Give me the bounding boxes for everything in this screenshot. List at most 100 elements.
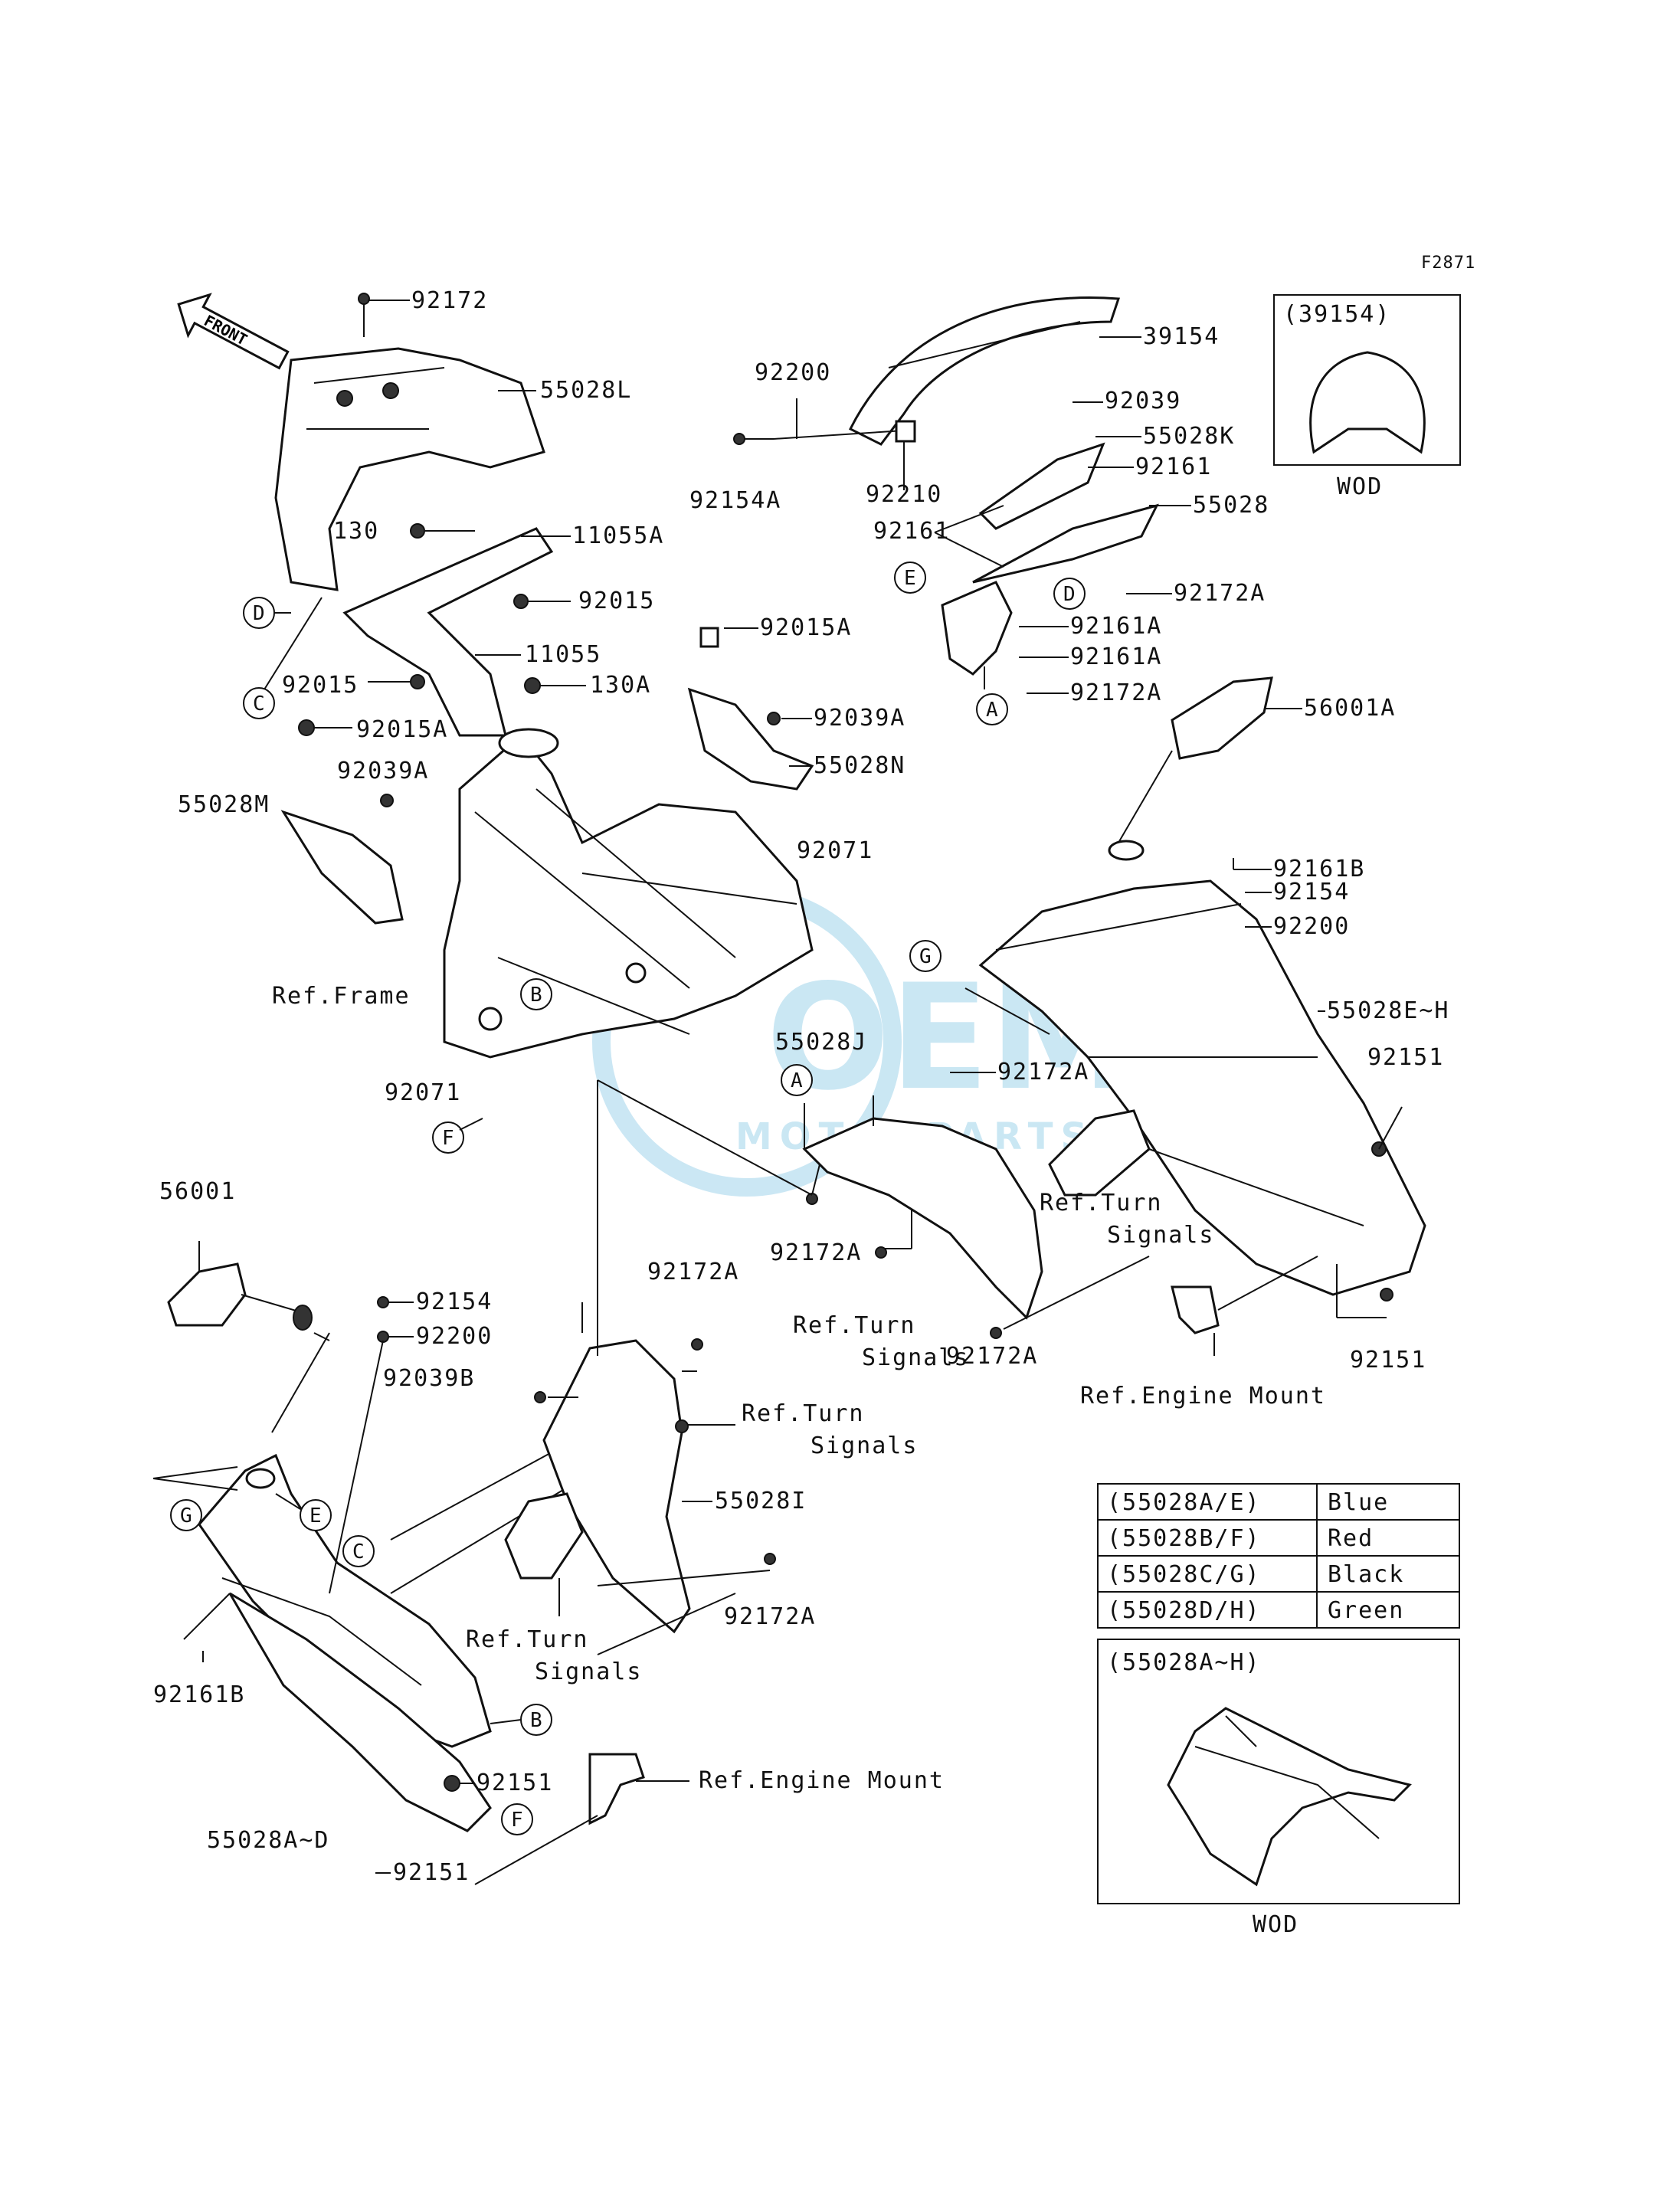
mirror-56001 <box>167 1262 313 1331</box>
meter-bracket <box>342 527 554 737</box>
label-92154-right: 92154 <box>1273 879 1350 905</box>
label-92015A-left: 92015A <box>356 716 448 743</box>
color-table-color: Green <box>1328 1597 1404 1624</box>
callout-B-top: B <box>520 978 552 1010</box>
label-92200-right: 92200 <box>1273 913 1350 940</box>
label-92172: 92172 <box>411 287 488 314</box>
inset-cowl-caption: WOD <box>1253 1911 1298 1938</box>
callout-B-left: B <box>520 1704 552 1736</box>
svg-text:C: C <box>253 692 265 715</box>
label-55028L: 55028L <box>540 377 632 404</box>
side-cover-55028M <box>280 794 404 925</box>
label-92039A-left: 92039A <box>337 758 429 784</box>
label-92015-left: 92015 <box>282 672 359 699</box>
label-92154A: 92154A <box>689 487 781 514</box>
label-92161B-right: 92161B <box>1273 856 1365 882</box>
callout-D-left: D <box>243 597 275 629</box>
label-92039-top: 92039 <box>1105 388 1181 414</box>
callout-G-left: G <box>170 1499 202 1531</box>
label-92172A-c: 92172A <box>997 1059 1089 1085</box>
inset-windshield-caption: WOD <box>1337 473 1383 500</box>
label-92151-b: 92151 <box>1350 1347 1426 1374</box>
label-55028N: 55028N <box>814 752 905 779</box>
color-table-color: Black <box>1328 1561 1404 1588</box>
label-92161-a: 92161 <box>873 518 950 545</box>
svg-text:B: B <box>530 984 542 1007</box>
label-92071-left: 92071 <box>385 1079 461 1106</box>
svg-text:D: D <box>1063 583 1076 606</box>
label-92172A-g: 92172A <box>724 1603 816 1630</box>
callout-E-left: E <box>300 1499 332 1531</box>
svg-text:D: D <box>253 602 265 625</box>
label-55028A-D: 55028A~D <box>207 1827 330 1854</box>
label-39154: 39154 <box>1143 323 1220 350</box>
label-55028K: 55028K <box>1143 423 1235 450</box>
color-table-code: (55028C/G) <box>1107 1561 1261 1588</box>
label-92161A-a: 92161A <box>1070 613 1162 640</box>
label-ref-turn-2a: Ref.Turn <box>793 1312 916 1339</box>
label-92151-a: 92151 <box>1367 1044 1444 1071</box>
label-56001A: 56001A <box>1304 695 1396 722</box>
label-55028: 55028 <box>1193 492 1269 519</box>
label-92172A-d: 92172A <box>770 1239 862 1266</box>
label-55028J: 55028J <box>775 1029 867 1056</box>
callout-F-left: F <box>501 1803 533 1835</box>
label-ref-turn-2b: Signals <box>862 1344 969 1371</box>
label-130: 130 <box>333 518 379 545</box>
inner-panel-55028I <box>542 1339 691 1634</box>
engine-mount-left <box>588 1753 645 1825</box>
label-ref-turn-4a: Ref.Turn <box>466 1626 589 1653</box>
callout-C-left: C <box>342 1535 375 1567</box>
label-11055: 11055 <box>525 641 601 668</box>
upper-cowl-left <box>198 1453 492 1832</box>
label-92039B: 92039B <box>383 1365 475 1392</box>
svg-text:A: A <box>791 1069 803 1092</box>
inset-windshield-code: (39154) <box>1283 301 1390 328</box>
label-92161-b: 92161 <box>1135 453 1212 480</box>
callout-A-mid: A <box>781 1064 813 1096</box>
label-92154-left: 92154 <box>416 1288 493 1315</box>
label-ref-engine-2: Ref.Engine Mount <box>699 1767 945 1794</box>
front-label: FRONT <box>201 311 250 349</box>
label-55028E-H: 55028E~H <box>1327 997 1450 1024</box>
svg-text:F: F <box>511 1809 523 1832</box>
callout-G-right: G <box>909 940 942 972</box>
label-ref-turn-3b: Signals <box>811 1432 918 1459</box>
svg-text:A: A <box>986 699 998 722</box>
cowl-bracket <box>941 581 1013 676</box>
label-92015-top: 92015 <box>578 588 655 614</box>
svg-text:E: E <box>904 567 916 590</box>
svg-text:F: F <box>442 1127 454 1150</box>
color-table-code: (55028A/E) <box>1107 1489 1261 1516</box>
label-92200-top: 92200 <box>755 359 831 386</box>
grommet-92210 <box>895 420 916 443</box>
svg-text:C: C <box>352 1541 365 1563</box>
side-cover-55028N <box>687 627 814 791</box>
label-ref-frame: Ref.Frame <box>272 983 411 1010</box>
label-ref-turn-1a: Ref.Turn <box>1040 1190 1163 1216</box>
color-table-code: (55028D/H) <box>1107 1597 1261 1624</box>
label-92200-left: 92200 <box>416 1323 493 1350</box>
callout-F-top: F <box>432 1121 464 1154</box>
label-92015A-mid: 92015A <box>760 614 852 641</box>
mirror-56001A <box>1108 676 1273 861</box>
label-92172A-e: 92172A <box>946 1343 1038 1370</box>
windshield-39154 <box>848 296 1121 446</box>
inset-cowl-code: (55028A~H) <box>1107 1649 1261 1676</box>
frame <box>443 728 814 1059</box>
label-92151-c: 92151 <box>476 1770 553 1796</box>
bolt-92172 <box>358 293 370 337</box>
bolt-92154A <box>733 433 774 445</box>
upper-cowl-right <box>978 879 1426 1296</box>
label-55028I: 55028I <box>715 1488 807 1514</box>
label-92161B-left: 92161B <box>153 1681 245 1708</box>
figure-code: F2871 <box>1421 254 1475 273</box>
color-table-color: Red <box>1328 1525 1374 1552</box>
label-92172A-b: 92172A <box>1070 679 1162 706</box>
label-92071-top: 92071 <box>797 837 873 864</box>
inset-cowl: (55028A~H) WOD <box>1097 1639 1460 1938</box>
label-92151-d: 92151 <box>393 1859 470 1886</box>
callout-A-top: A <box>976 693 1008 725</box>
inner-cover-55028 <box>972 503 1159 584</box>
